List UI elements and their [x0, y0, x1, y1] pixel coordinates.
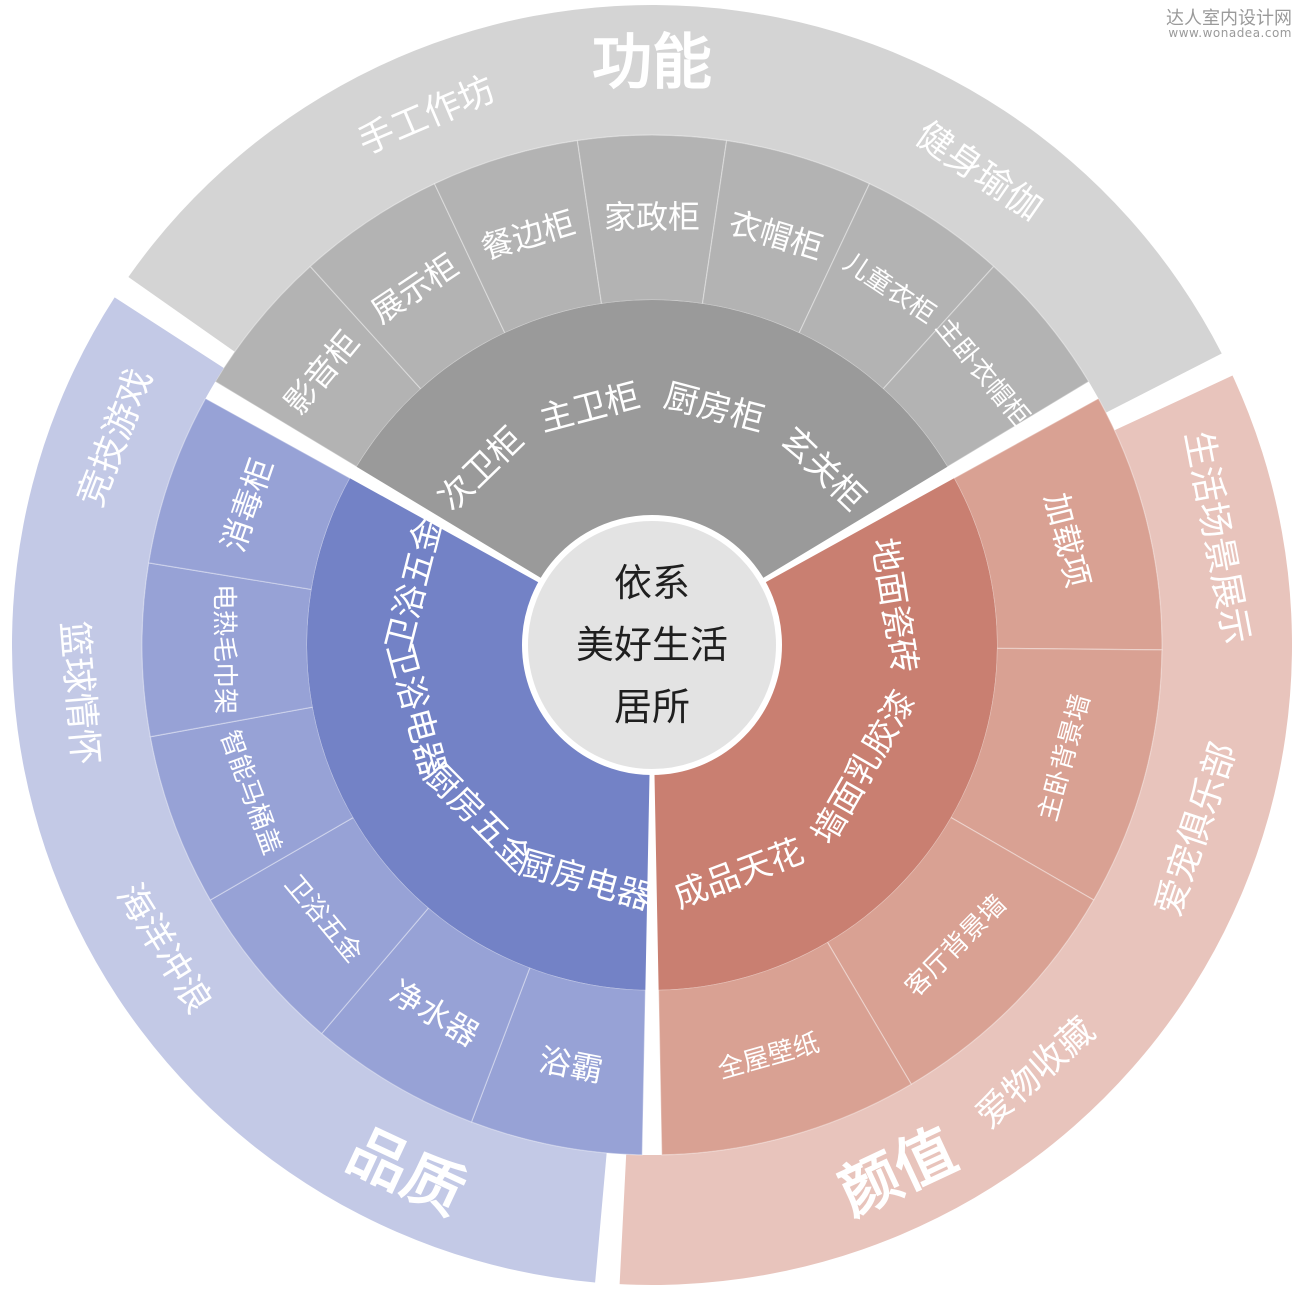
function-inner-band: [356, 299, 948, 581]
function-outer-band: [128, 5, 1222, 413]
watermark-url: www.wonadea.com: [1168, 26, 1292, 40]
watermark-name: 达人室内设计网: [1166, 8, 1292, 29]
quality-inner-band: [307, 478, 650, 990]
beauty-inner-band: [654, 478, 998, 990]
center-title-line: 依系: [614, 561, 690, 605]
center-disc: [522, 515, 782, 775]
center-title-line: 美好生活: [576, 623, 728, 667]
beauty-outer-band: [619, 375, 1292, 1285]
function-middle-label: 家政柜: [604, 198, 700, 236]
function-sector-title: 功能: [592, 28, 712, 98]
quality-middle-label: 电热毛巾架: [208, 584, 239, 714]
quality-outer-band: [11, 297, 607, 1283]
center-title-line: 居所: [614, 685, 690, 729]
